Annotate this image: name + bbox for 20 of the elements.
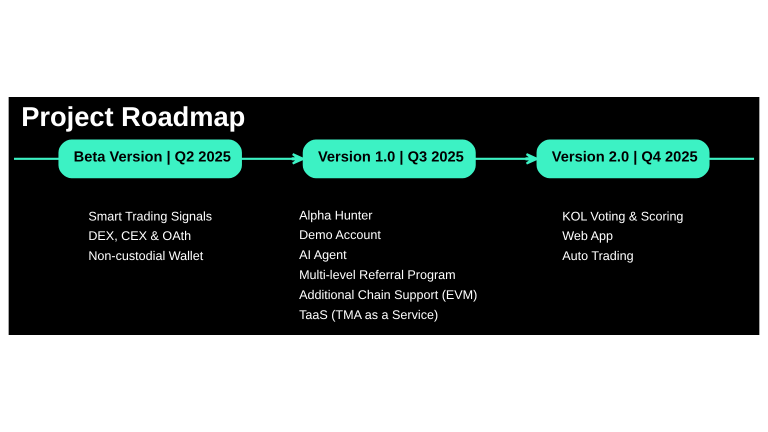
node-box: Beta Version | Q2 2025 (58, 139, 242, 178)
node-label: Alpha Hunter (299, 208, 372, 222)
node-box: Version 2.0 | Q4 2025 (536, 139, 710, 178)
node-label: DEX, CEX & OAth (88, 229, 192, 244)
node-label: Additional Chain Support (EVM) (299, 288, 478, 302)
connector (14, 158, 59, 160)
node-label: KOL Voting & Scoring (562, 209, 684, 224)
diagram-title: Project Roadmap (21, 101, 246, 132)
node-label: Demo Account (299, 228, 381, 242)
node-label: Auto Trading (562, 249, 634, 264)
node-label: AI Agent (299, 248, 347, 262)
arrow (475, 153, 538, 165)
node-box: Version 1.0 | Q3 2025 (302, 139, 476, 178)
node-label: Non-custodial Wallet (88, 249, 204, 264)
arrow (242, 153, 304, 165)
node-label: Web App (562, 229, 614, 244)
node-label: Smart Trading Signals (88, 209, 212, 224)
node-label: Multi-level Referral Program (299, 268, 456, 282)
connector (709, 158, 754, 160)
node-label: TaaS (TMA as a Service) (299, 308, 438, 322)
